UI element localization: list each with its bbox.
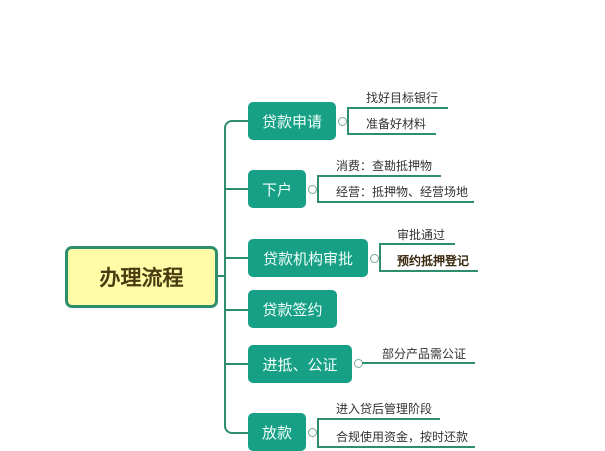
collapse-toggle-icon[interactable]	[370, 254, 379, 263]
leaf-underline	[317, 446, 475, 448]
bracket-line	[317, 418, 319, 448]
bracket-line	[347, 107, 349, 135]
branch-node-loan-signing[interactable]: 贷款签约	[248, 290, 337, 328]
leaf-underline	[317, 201, 474, 203]
root-connector	[215, 275, 225, 277]
branch-connector	[226, 257, 248, 259]
bracket-line	[379, 243, 381, 272]
leaf-text: 审批通过	[397, 228, 446, 242]
trunk-top-elbow	[224, 120, 250, 142]
leaf-text: 准备好材料	[366, 117, 427, 131]
collapse-toggle-icon[interactable]	[308, 428, 317, 437]
collapse-toggle-icon[interactable]	[308, 185, 317, 194]
leaf-text: 进入贷后管理阶段	[336, 402, 433, 416]
leaf-text: 部分产品需公证	[382, 347, 467, 361]
branch-label: 进抵、公证	[262, 355, 338, 374]
branch-label: 贷款申请	[261, 112, 322, 131]
branch-node-institution-approval[interactable]: 贷款机构审批	[248, 239, 368, 277]
leaf-underline	[362, 362, 475, 364]
branch-label: 贷款机构审批	[262, 249, 353, 268]
branch-label: 贷款签约	[262, 300, 323, 319]
branch-node-site-visit[interactable]: 下户	[248, 170, 306, 208]
leaf-text: 找好目标银行	[366, 91, 439, 105]
branch-connector	[226, 363, 248, 365]
leaf-underline	[347, 107, 448, 109]
branch-label: 放款	[261, 423, 292, 442]
leaf-underline	[379, 270, 478, 272]
trunk-bottom-elbow	[224, 412, 250, 434]
collapse-toggle-icon[interactable]	[338, 117, 347, 126]
branch-connector	[226, 188, 248, 190]
leaf-text: 预约抵押登记	[397, 254, 470, 268]
branch-node-mortgage-notarization[interactable]: 进抵、公证	[248, 345, 352, 383]
leaf-text: 消费：查勘抵押物	[336, 159, 433, 173]
trunk-line	[224, 138, 226, 418]
bracket-line	[317, 175, 319, 203]
branch-label: 下户	[261, 180, 292, 199]
leaf-underline	[379, 243, 455, 245]
leaf-underline	[347, 133, 436, 135]
root-label: 办理流程	[99, 266, 184, 290]
root-node[interactable]: 办理流程	[65, 246, 218, 308]
leaf-underline	[317, 418, 440, 420]
leaf-text: 合规使用资金，按时还款	[336, 430, 469, 444]
branch-connector	[226, 309, 248, 311]
branch-node-loan-application[interactable]: 贷款申请	[248, 102, 336, 140]
leaf-underline	[317, 175, 441, 177]
branch-node-disbursement[interactable]: 放款	[248, 413, 306, 451]
leaf-text: 经营：抵押物、经营场地	[336, 185, 469, 199]
